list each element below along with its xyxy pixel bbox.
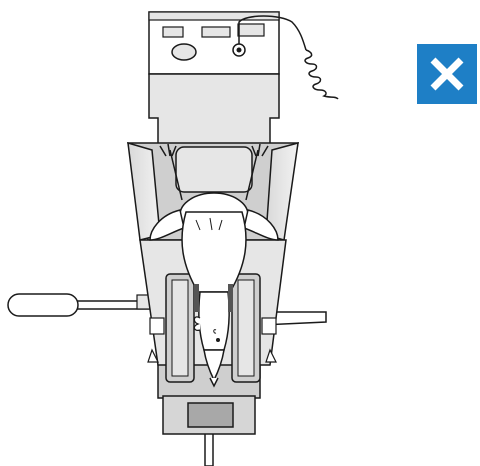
close-icon	[430, 57, 464, 91]
chicken	[149, 143, 279, 388]
right-clamp	[231, 273, 277, 383]
support-pole	[204, 429, 214, 466]
close-button[interactable]	[417, 44, 477, 104]
clamp-grips	[194, 284, 233, 312]
control-box	[148, 11, 280, 75]
left-handle	[7, 293, 160, 317]
coiled-cord	[238, 15, 339, 100]
